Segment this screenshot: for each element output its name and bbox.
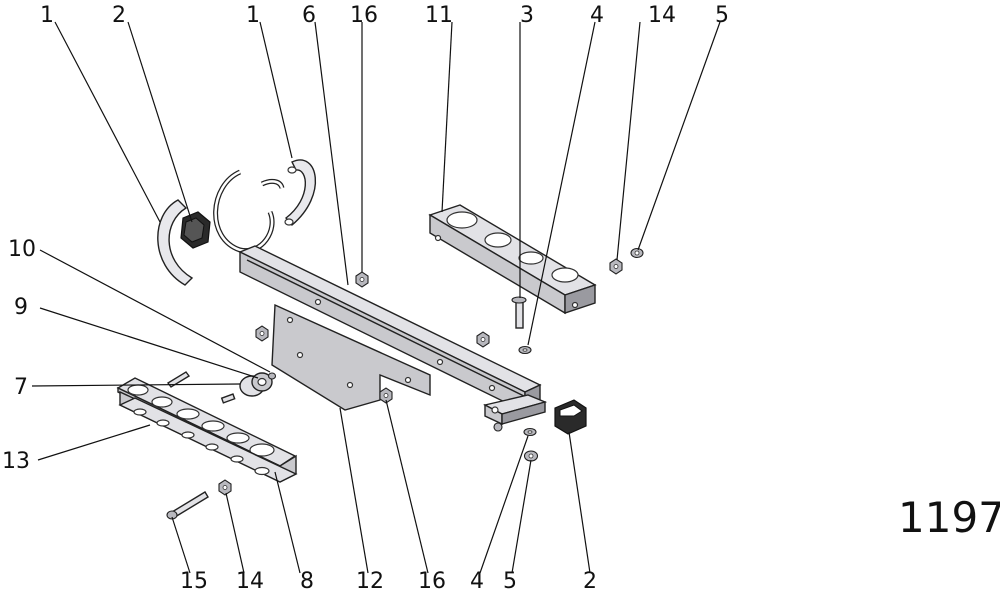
mounting-plate [271, 303, 431, 411]
nut-left-plate [255, 325, 269, 342]
end-cap-lower [554, 399, 587, 435]
spring-clip-ring [213, 169, 285, 254]
callout-14: 14 [236, 569, 264, 594]
callout-4: 4 [590, 3, 604, 28]
screw-small [220, 393, 236, 404]
nut-16-upper [355, 271, 369, 288]
callout-11: 11 [425, 3, 453, 28]
pin-left [166, 371, 191, 388]
callout-6: 6 [302, 3, 316, 28]
rubber-hook-left [157, 199, 194, 286]
callout-labels: 1 2 1 6 16 11 3 4 14 5 10 9 7 13 15 14 8… [2, 3, 729, 594]
callout-5: 5 [715, 3, 729, 28]
callout-10: 10 [8, 237, 36, 262]
nut-mid-rail [476, 331, 490, 348]
lower-tool-holder-top [116, 377, 297, 472]
callout-12: 12 [356, 569, 384, 594]
callout-16: 16 [350, 3, 378, 28]
drawing-number: 1197 [898, 493, 1000, 542]
callout-16: 16 [418, 569, 446, 594]
callout-15: 15 [180, 569, 208, 594]
rail-end-bracket [483, 394, 548, 432]
rubber-hook-right [284, 159, 316, 226]
bolt-upper [511, 296, 527, 329]
callout-2: 2 [583, 569, 597, 594]
callout-2: 2 [112, 3, 126, 28]
callout-3: 3 [520, 3, 534, 28]
leader-lines [31, 21, 721, 574]
callout-1: 1 [40, 3, 54, 28]
callout-1: 1 [246, 3, 260, 28]
washer-upper [518, 345, 532, 355]
callout-13: 13 [2, 449, 30, 474]
lower-tool-holder-bottom [118, 390, 298, 483]
pin-lower [166, 491, 209, 520]
callout-5: 5 [503, 569, 517, 594]
spring-knob [239, 372, 277, 397]
callout-7: 7 [14, 375, 28, 400]
nut-16-lower [379, 387, 393, 404]
callout-4: 4 [470, 569, 484, 594]
nut-5-upper [630, 247, 644, 259]
washer-lower [523, 427, 537, 437]
upper-tool-holder [428, 204, 597, 315]
nut-14-lower [218, 479, 232, 496]
callout-14: 14 [648, 3, 676, 28]
nut-5-lower [523, 450, 539, 462]
callout-9: 9 [14, 295, 28, 320]
end-cap-top [180, 211, 211, 249]
nut-14-upper [609, 258, 623, 275]
callout-8: 8 [300, 569, 314, 594]
